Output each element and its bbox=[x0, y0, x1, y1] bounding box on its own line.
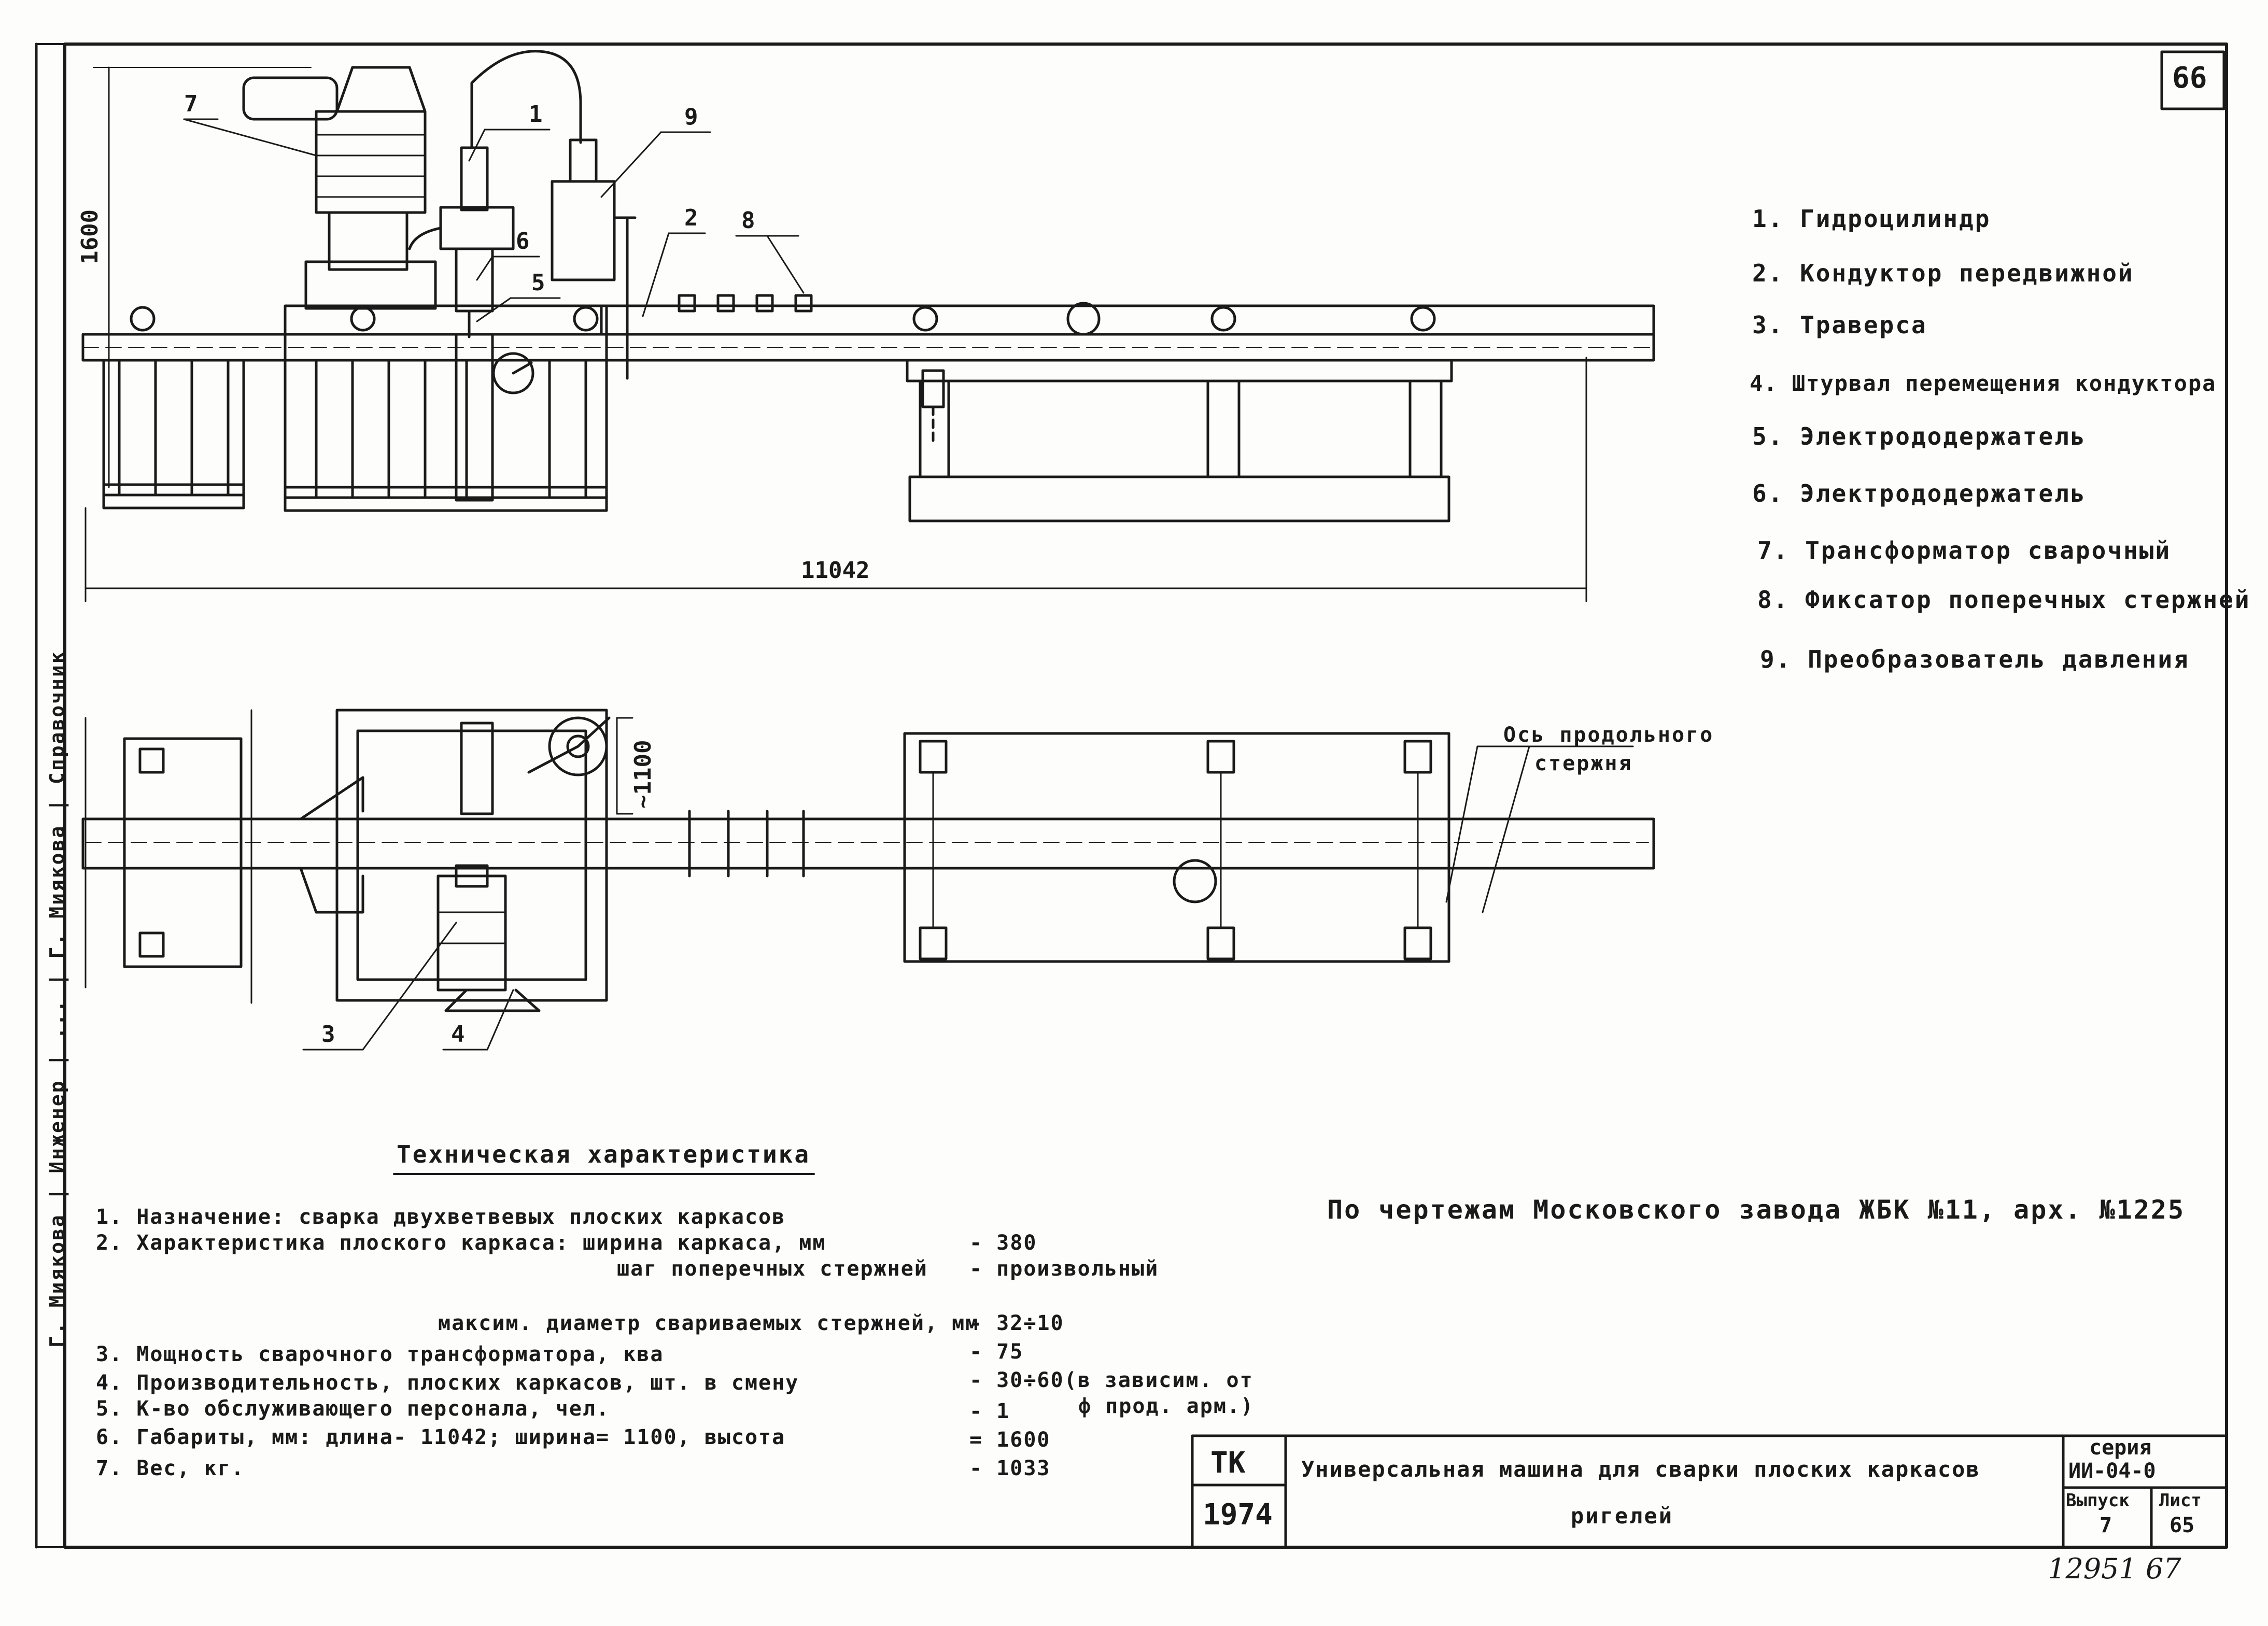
source-note: По чертежам Московского завода ЖБК №11, … bbox=[1327, 1195, 2186, 1225]
tech-row-2: 2. Характеристика плоского каркаса: шири… bbox=[96, 1231, 826, 1255]
title-block-issue-value: 7 bbox=[2100, 1514, 2112, 1537]
legend-item-7: 7. Трансформатор сварочный bbox=[1757, 536, 2172, 564]
callout-6: 6 bbox=[516, 228, 530, 254]
legend-item-6: 6. Электрододержатель bbox=[1752, 479, 2087, 507]
callout-4: 4 bbox=[451, 1021, 465, 1048]
tech-value-4: - 75 bbox=[969, 1340, 1024, 1364]
dim-length: 11042 bbox=[801, 557, 870, 584]
title-block-title-line2: ригелей bbox=[1571, 1503, 1674, 1529]
tech-row-3: 3. Мощность сварочного трансформатора, к… bbox=[96, 1342, 664, 1366]
tech-value-5: - 30÷60(в зависим. от bbox=[969, 1368, 1253, 1392]
legend-item-3: 3. Траверса bbox=[1752, 311, 1927, 339]
dim-width: ~1100 bbox=[630, 740, 656, 809]
callout-5: 5 bbox=[531, 270, 545, 296]
title-block bbox=[1191, 1434, 2228, 1549]
tech-title: Техническая характеристика bbox=[397, 1140, 811, 1168]
callout-8: 8 bbox=[741, 207, 755, 234]
callout-2: 2 bbox=[684, 205, 698, 231]
tech-row-2b: шаг поперечных стержней bbox=[617, 1257, 928, 1281]
title-block-year: 1974 bbox=[1203, 1498, 1273, 1532]
tech-value-1: - 380 bbox=[969, 1231, 1037, 1255]
tech-value-3: - 32÷10 bbox=[969, 1311, 1064, 1335]
callout-leaders bbox=[183, 118, 805, 322]
legend-item-5: 5. Электрододержатель bbox=[1752, 422, 2087, 450]
title-block-sheet-value: 65 bbox=[2170, 1514, 2195, 1537]
tech-row-4: 4. Производительность, плоских каркасов,… bbox=[96, 1371, 799, 1395]
dim-height: 1600 bbox=[77, 209, 103, 264]
tech-value-7: = 1600 bbox=[969, 1428, 1051, 1452]
axis-label-line1: Ось продольного bbox=[1503, 723, 1714, 747]
sheet-number: 66 bbox=[2172, 61, 2207, 95]
title-block-series-label: серия bbox=[2089, 1436, 2152, 1460]
tech-row-2c: максим. диаметр свариваемых стержней, мм bbox=[438, 1311, 979, 1335]
callout-1: 1 bbox=[529, 101, 543, 128]
legend-item-1: 1. Гидроцилиндр bbox=[1752, 205, 1991, 233]
tech-row-1: 1. Назначение: сварка двухветвевых плоск… bbox=[96, 1205, 786, 1229]
archive-note: 12951 67 bbox=[2048, 1552, 2181, 1585]
margin-stamp: Г. Миякова | Инженер | ... | Г. Миякова … bbox=[46, 650, 68, 1348]
axis-label-line2: стержня bbox=[1534, 752, 1633, 775]
legend-item-8: 8. Фиксатор поперечных стержней bbox=[1757, 586, 2251, 614]
title-block-series-value: ИИ-04-0 bbox=[2068, 1459, 2156, 1483]
title-block-sheet-label: Лист bbox=[2159, 1490, 2202, 1511]
title-block-issue-label: Выпуск bbox=[2066, 1490, 2130, 1511]
legend-item-9: 9. Преобразователь давления bbox=[1760, 645, 2190, 673]
tech-value-5b: ф прод. арм.) bbox=[1078, 1394, 1255, 1418]
plan-leaders bbox=[302, 717, 1634, 1051]
side-view bbox=[81, 50, 1655, 522]
callout-3: 3 bbox=[321, 1021, 335, 1048]
tech-value-6: - 1 bbox=[969, 1399, 1010, 1423]
sheet-number-box bbox=[2160, 50, 2225, 110]
title-block-title-line1: Универсальная машина для сварки плоских … bbox=[1301, 1457, 1980, 1482]
dimensions-side bbox=[84, 66, 1587, 602]
callout-9: 9 bbox=[684, 104, 698, 130]
tech-value-8: - 1033 bbox=[969, 1457, 1051, 1480]
legend-item-2: 2. Кондуктор передвижной bbox=[1752, 259, 2134, 287]
callout-7: 7 bbox=[184, 91, 198, 117]
tech-row-7: 7. Вес, кг. bbox=[96, 1457, 245, 1480]
title-block-org: ТК bbox=[1210, 1446, 1246, 1480]
plan-view bbox=[81, 709, 1655, 1012]
tech-value-2: - произвольный bbox=[969, 1257, 1159, 1281]
sheet-frame bbox=[63, 43, 2228, 1549]
tech-row-5: 5. К-во обслуживающего персонала, чел. bbox=[96, 1397, 610, 1421]
legend-item-4: 4. Штурвал перемещения кондуктора bbox=[1750, 371, 2217, 396]
tech-row-6: 6. Габариты, мм: длина- 11042; ширина= 1… bbox=[96, 1425, 786, 1449]
